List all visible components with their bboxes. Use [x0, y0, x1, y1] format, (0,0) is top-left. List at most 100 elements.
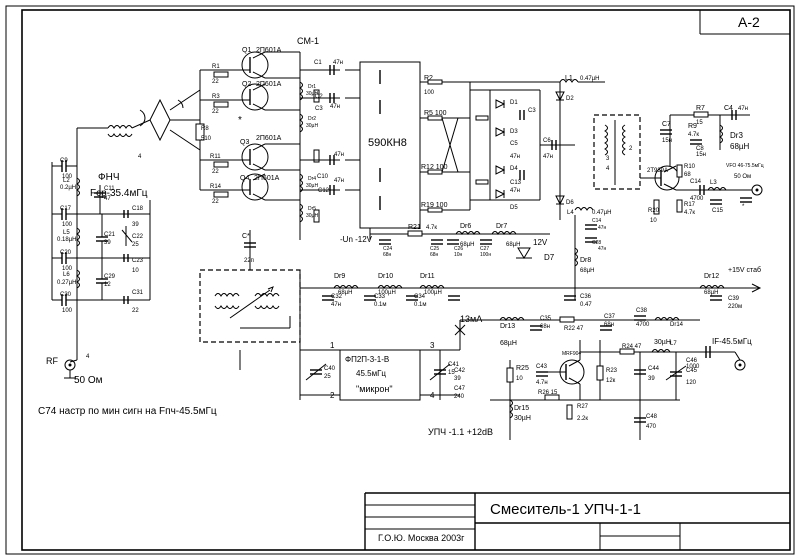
- label-l6: L6: [63, 272, 70, 278]
- label-c34: C34: [414, 294, 426, 300]
- label-r9-val: 4.7к: [688, 132, 699, 138]
- label-r2: R2: [424, 75, 433, 82]
- label-c29: C29: [104, 274, 116, 280]
- label-c40: C40: [324, 366, 336, 372]
- label-c24: C24: [383, 246, 392, 252]
- label-r23-val: 12к: [606, 378, 616, 384]
- label-c38: C38: [636, 308, 648, 314]
- label-r20: R20: [648, 208, 660, 214]
- label-dr13: Dr13: [500, 323, 515, 330]
- label-c17-val: 100: [62, 222, 73, 228]
- label-c34-val: 0.1м: [414, 302, 426, 308]
- label-c30: C30: [60, 292, 72, 298]
- label-c43: C43: [536, 364, 548, 370]
- label-d2: D2: [566, 96, 574, 102]
- label-q6: MRF904: [562, 351, 581, 357]
- label-c35-val: 68н: [540, 324, 550, 330]
- title-text: Смеситель-1 УПЧ-1-1: [490, 501, 641, 518]
- label-c35: C35: [540, 316, 552, 322]
- if-port-label: IF-45.5мГц: [712, 337, 752, 346]
- transistor-q4: Q4 2П601А: [240, 173, 280, 201]
- label-q2: Q2: [242, 81, 251, 88]
- label-c23-val: 10: [132, 268, 139, 274]
- label-c12: C12: [318, 188, 330, 194]
- label-q1-type: 2П601А: [256, 47, 282, 54]
- label-c31: C31: [132, 290, 144, 296]
- label-c42: C42: [454, 368, 466, 374]
- filter-pin-1: 1: [330, 341, 335, 350]
- label-q4: Q4: [240, 175, 249, 182]
- lowpass-filter: ФНЧ Fср-35.4мГц C9: [46, 127, 151, 386]
- label-dr14-val: 30µН: [654, 339, 671, 346]
- supply-bus: Dr9 68µН Dr10 100µН Dr11 100µН Dr12 68µН…: [300, 266, 762, 310]
- label-dr2: Dr2: [308, 116, 316, 122]
- filter-pin-2: 2: [330, 391, 335, 400]
- label-c41: C41: [448, 362, 460, 368]
- label-dr10-val: 100µН: [378, 290, 396, 296]
- current-note: 13мА: [460, 314, 482, 324]
- label-d4: D4: [510, 166, 518, 172]
- mixer-chip-590kn8: 590КН8 R2 100 R5 100 R12 100 R19 100 -Un…: [340, 61, 470, 244]
- label-c33: C33: [374, 294, 386, 300]
- label-r23: R23: [606, 368, 618, 374]
- label-dr4: Dr4: [308, 176, 316, 182]
- label-c36: C36: [580, 294, 592, 300]
- if-connector-icon: [734, 359, 746, 371]
- label-c2-val: 47н: [330, 104, 340, 110]
- label-c18-val: 39: [132, 222, 139, 228]
- label-c3b: C3: [528, 108, 536, 114]
- label-r11-val: 22: [212, 169, 219, 175]
- label-c43-val: 4.7н: [536, 380, 548, 386]
- label-r26: R26 15: [538, 390, 558, 396]
- label-c11-val: 47: [104, 196, 111, 202]
- label-c9-val: 100: [62, 174, 73, 180]
- chip-bias-network: R21 4.7к Dr6 68µН Dr7 68µН C24 68н C25 6…: [369, 223, 555, 262]
- label-c3: C3: [315, 106, 323, 112]
- label-c13: C13: [510, 180, 522, 186]
- filter-freq: 45.5мГц: [356, 369, 386, 378]
- label-r25: R25: [516, 365, 529, 372]
- label-c20: C20: [60, 250, 72, 256]
- c74-note: С74 настр по мин сигн на Fпч-45.5мГц: [38, 406, 217, 417]
- star-mark: *: [238, 115, 242, 126]
- label-r10-val: 68: [684, 172, 691, 178]
- drain-network: C1 47н C2 47н C3 47н C10 C12 47н Dr1 30µ…: [265, 51, 344, 240]
- label-dr14: Dr14: [670, 322, 684, 328]
- label-dr3: Dr3: [730, 131, 743, 140]
- label-c41-val: 15: [448, 370, 455, 376]
- label-dr3-val: 68µН: [730, 142, 750, 151]
- label-c23: C23: [132, 258, 144, 264]
- lo-switch: L1 0.47µН D2 D6 L4 0.47µН C14 47н C28 47…: [470, 75, 611, 300]
- lo-pin-3: 4: [606, 166, 610, 172]
- label-r8-val: 510: [201, 136, 212, 142]
- label-q5: 2Т939А: [647, 168, 668, 174]
- label-r1-val: 22: [212, 79, 219, 85]
- label-c25: C25: [430, 246, 439, 252]
- label-dr12: Dr12: [704, 273, 719, 280]
- label-r3: R3: [212, 94, 220, 100]
- label-c38-val: 4700: [636, 322, 650, 328]
- label-q4-type: 2П601А: [254, 175, 280, 182]
- label-l1: L1: [565, 75, 573, 82]
- label-c8: C8: [696, 146, 704, 152]
- lpf-cutoff: Fср-35.4мГц: [90, 188, 148, 199]
- label-r21-val: 4.7к: [426, 225, 437, 231]
- label-c13-val: 47н: [510, 188, 520, 194]
- label-c46-val: 1000: [686, 364, 700, 370]
- label-c9: C9: [60, 158, 68, 164]
- label-c32: C32: [331, 294, 343, 300]
- label-dr10: Dr10: [378, 273, 393, 280]
- label-c4-val: 47н: [738, 106, 748, 112]
- label-r25-val: 10: [516, 376, 523, 382]
- label-c26-val: 10н: [454, 252, 463, 258]
- label-c29-val: 12: [104, 282, 111, 288]
- label-dr7-val: 68µН: [506, 242, 520, 248]
- label-c31-val: 22: [132, 308, 139, 314]
- label-c7-val: 15н: [662, 138, 672, 144]
- label-l2-val: 0.2µН: [60, 185, 76, 191]
- label-c46: C46: [686, 358, 698, 364]
- label-dr11-val: 100µН: [424, 290, 442, 296]
- label-c22-val: 25: [132, 242, 139, 248]
- label-r2-val: 100: [424, 90, 435, 96]
- label-l5-val: 0.18µН: [57, 237, 76, 243]
